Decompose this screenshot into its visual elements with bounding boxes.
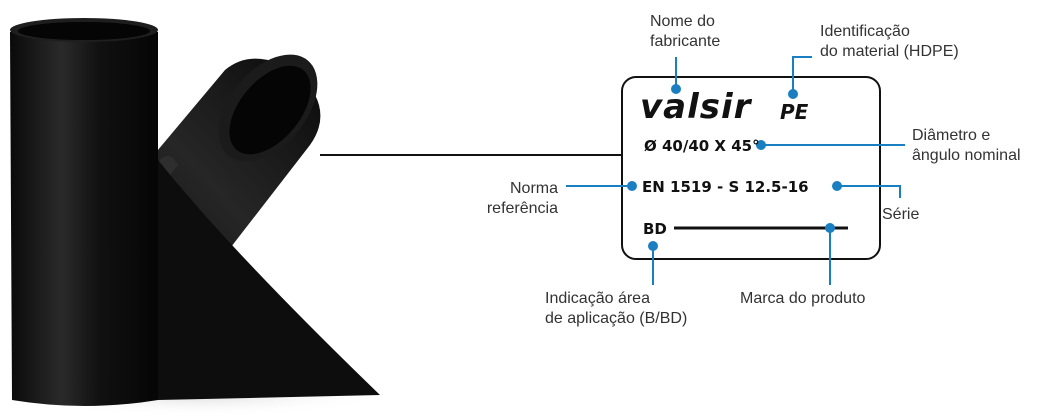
callout-manufacturer-name: Nome do fabricante (650, 13, 721, 50)
callout-diameter-nominal-angle: Diâmetro e ângulo nominal (912, 127, 1021, 164)
pipe-wye-fitting-image (10, 18, 390, 415)
material-code: PE (780, 100, 809, 124)
callout-series: Série (882, 206, 920, 223)
diameter-angle-text: Ø 40/40 X 45° (644, 137, 760, 155)
brand-logo: valsir (640, 87, 752, 127)
dot-diameter (756, 140, 766, 150)
dot-product-mark (825, 223, 835, 233)
dot-manufacturer (671, 84, 681, 94)
callout-reference-standard: Norma referência (486, 180, 558, 217)
dot-application (648, 241, 658, 251)
dot-series (832, 181, 842, 191)
callout-product-mark: Marca do produto (740, 290, 866, 307)
dot-standard (627, 181, 637, 191)
callout-material-identification: Identificação do material (HDPE) (820, 23, 959, 60)
leader-material (792, 56, 812, 92)
dot-material (788, 89, 798, 99)
marking-label-box (621, 76, 881, 260)
callout-application-indication: Indicação área de aplicação (B/BD) (545, 290, 688, 327)
standard-series-text: EN 1519 - S 12.5-16 (642, 178, 809, 196)
leader-series (837, 185, 901, 198)
application-area-text: BD (643, 220, 667, 238)
